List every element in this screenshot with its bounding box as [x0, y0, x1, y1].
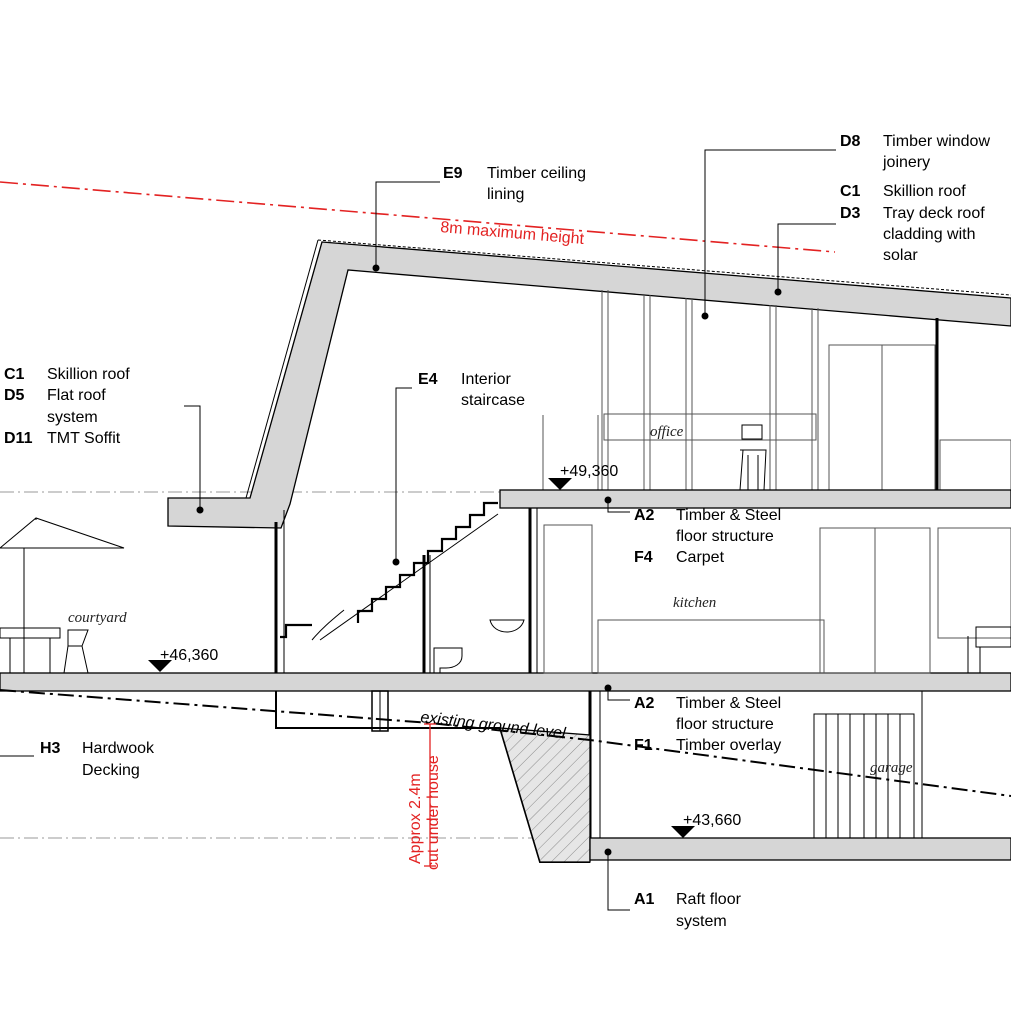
- svg-text:D8: D8: [840, 133, 861, 150]
- retaining-wall: [499, 727, 591, 863]
- svg-text:Interior: Interior: [461, 371, 511, 388]
- level-marker-upper: +49,360: [548, 463, 618, 490]
- callout-a1: A1 Raft floor system: [634, 891, 742, 930]
- svg-text:system: system: [47, 409, 98, 426]
- courtyard-furniture: [0, 517, 125, 674]
- kitchen-joinery: [543, 524, 1011, 674]
- max-height-label: 8m maximum height: [440, 219, 586, 248]
- svg-text:D11: D11: [4, 430, 33, 447]
- roof: [167, 239, 1011, 529]
- garage-door: [813, 713, 915, 839]
- svg-text:Timber window: Timber window: [883, 133, 990, 150]
- callout-d8: D8 Timber window joinery: [840, 133, 990, 171]
- ground-level-line: [0, 689, 1011, 797]
- svg-text:Hardwook: Hardwook: [82, 740, 155, 757]
- callout-ground-floor: A2 Timber & Steel floor structure F1 Tim…: [634, 695, 781, 754]
- svg-text:system: system: [676, 913, 727, 930]
- svg-text:F4: F4: [634, 549, 653, 566]
- svg-text:A1: A1: [634, 891, 655, 908]
- svg-text:Skillion roof: Skillion roof: [883, 183, 966, 200]
- leader-lines: [0, 149, 836, 911]
- svg-text:floor structure: floor structure: [676, 528, 774, 545]
- upper-joinery: [542, 290, 1011, 491]
- svg-text:C1: C1: [4, 366, 25, 383]
- svg-text:C1: C1: [840, 183, 861, 200]
- svg-text:D3: D3: [840, 205, 861, 222]
- svg-text:Skillion roof: Skillion roof: [47, 366, 130, 383]
- upper-floor-slab: [499, 489, 1011, 509]
- garage-slab: [589, 837, 1011, 861]
- room-label-courtyard: courtyard: [68, 610, 127, 626]
- svg-text:+49,360: +49,360: [560, 463, 618, 480]
- datum-lines: [0, 491, 1011, 839]
- callout-e4: E4 Interior staircase: [418, 371, 525, 409]
- dining-chair-icon: [967, 626, 1011, 673]
- svg-text:H3: H3: [40, 740, 61, 757]
- callout-e9: E9 Timber ceiling lining: [443, 165, 586, 203]
- cut-dimension: Approx 2.4m cut under house: [407, 723, 442, 870]
- ground-floor-slab: [0, 672, 1011, 692]
- ground-level-label: existing ground level: [420, 709, 567, 742]
- svg-text:TMT Soffit: TMT Soffit: [47, 430, 121, 447]
- callout-roof-left: C1 Skillion roof D5 Flat roof system D11…: [4, 366, 130, 447]
- svg-text:A2: A2: [634, 695, 655, 712]
- level-marker-ground: +46,360: [148, 647, 218, 672]
- level-marker-garage: +43,660: [671, 812, 741, 838]
- svg-text:Tray deck roof: Tray deck roof: [883, 205, 985, 222]
- svg-text:A2: A2: [634, 507, 655, 524]
- svg-text:staircase: staircase: [461, 392, 525, 409]
- svg-text:Raft floor: Raft floor: [676, 891, 742, 908]
- svg-text:lining: lining: [487, 186, 524, 203]
- svg-text:+43,660: +43,660: [683, 812, 741, 829]
- svg-text:Timber overlay: Timber overlay: [676, 737, 781, 754]
- svg-text:Timber ceiling: Timber ceiling: [487, 165, 586, 182]
- svg-text:E4: E4: [418, 371, 438, 388]
- svg-text:cladding with: cladding with: [883, 226, 976, 243]
- interior-staircase: [280, 501, 499, 641]
- svg-text:E9: E9: [443, 165, 463, 182]
- svg-text:+46,360: +46,360: [160, 647, 218, 664]
- svg-text:F1: F1: [634, 737, 653, 754]
- svg-text:D5: D5: [4, 387, 25, 404]
- svg-text:cut under house: cut under house: [425, 755, 442, 870]
- leader-dots: [196, 264, 782, 856]
- svg-text:floor structure: floor structure: [676, 716, 774, 733]
- svg-text:Timber & Steel: Timber & Steel: [676, 507, 781, 524]
- room-label-office: office: [650, 424, 684, 440]
- svg-text:joinery: joinery: [882, 154, 930, 171]
- svg-text:solar: solar: [883, 247, 918, 264]
- max-height-line: [0, 181, 836, 253]
- room-label-kitchen: kitchen: [673, 595, 716, 611]
- svg-text:Approx 2.4m: Approx 2.4m: [407, 773, 424, 864]
- callout-h3: H3 Hardwook Decking: [40, 740, 155, 779]
- svg-text:Decking: Decking: [82, 762, 140, 779]
- room-label-garage: garage: [870, 760, 913, 776]
- callout-roof-right: C1 Skillion roof D3 Tray deck roof cladd…: [840, 183, 985, 264]
- svg-text:Carpet: Carpet: [676, 549, 725, 566]
- toilet-icon: [433, 619, 525, 674]
- office-chair-icon: [739, 424, 767, 491]
- svg-text:Timber & Steel: Timber & Steel: [676, 695, 781, 712]
- svg-text:Flat roof: Flat roof: [47, 387, 106, 404]
- callout-upper-floor: A2 Timber & Steel floor structure F4 Car…: [634, 507, 781, 566]
